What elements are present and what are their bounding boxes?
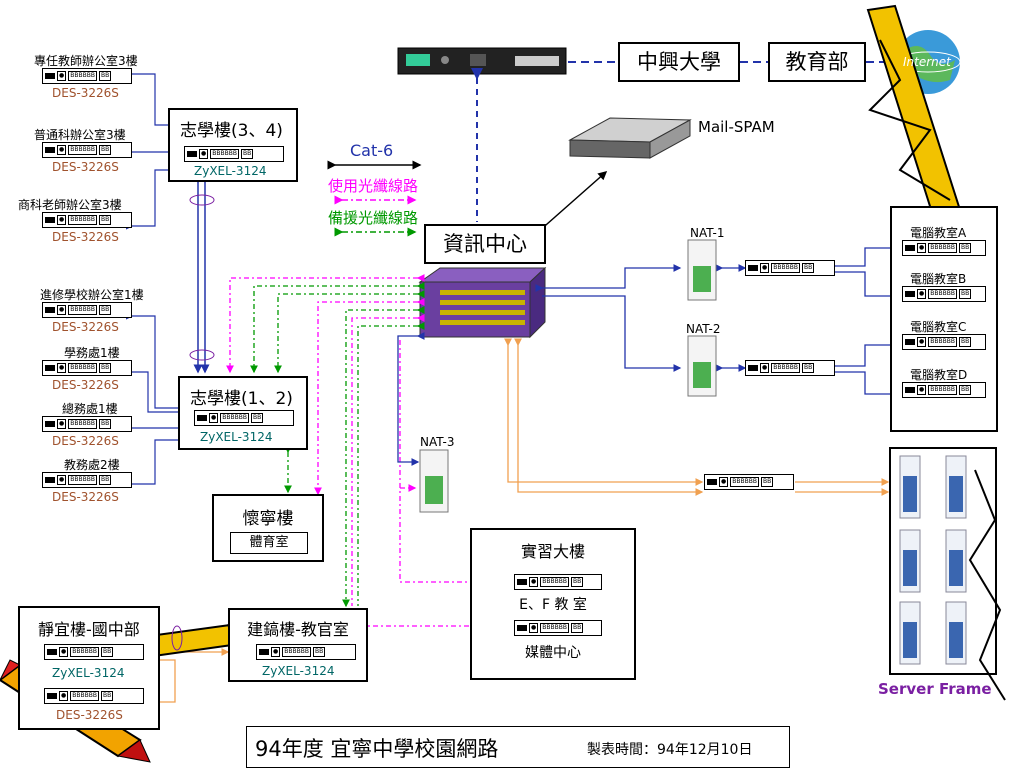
nat1-pc <box>687 239 717 301</box>
moe-box[interactable]: 教育部 <box>768 42 866 82</box>
nat2-pc <box>687 335 717 397</box>
link-nat3 <box>397 332 425 466</box>
left-room-label: 教務處2樓 <box>64 458 120 472</box>
jianhao-title: 建鎬樓-教官室 <box>247 620 349 639</box>
left-des-model: DES-3226S <box>52 230 119 244</box>
server-panels <box>903 476 963 658</box>
jianhao-model: ZyXEL-3124 <box>262 664 335 678</box>
left-room-label: 進修學校辦公室1樓 <box>40 288 144 302</box>
links-upper-left <box>126 70 168 230</box>
left-room-label: 普通科辦公室3樓 <box>34 128 126 142</box>
links-lower-left <box>126 312 178 488</box>
left-room-label: 商科老師辦公室3樓 <box>18 198 122 212</box>
legend-backup: 備援光纖線路 <box>328 209 419 227</box>
univ-box[interactable]: 中興大學 <box>618 42 740 82</box>
left-room-label: 總務處1樓 <box>62 402 118 416</box>
jingyi-model-2: DES-3226S <box>56 708 123 722</box>
zhi34-title: 志學樓(3、4) <box>180 121 283 141</box>
left-des-model: DES-3226S <box>52 160 119 174</box>
huaining-title: 懷寧樓 <box>242 509 294 529</box>
huaining-sub: 體育室 <box>230 532 308 554</box>
info-center-label: 資訊中心 <box>443 232 527 256</box>
left-des-model: DES-3226S <box>52 86 119 100</box>
trunk-ellipse-bottom <box>189 349 215 361</box>
trunk-ellipse-top <box>189 194 215 206</box>
nat3-label: NAT-3 <box>420 435 455 449</box>
info-center-box[interactable]: 資訊中心 <box>424 224 546 264</box>
legend-cat6: Cat-6 <box>350 141 394 160</box>
server-frame-label: Server Frame <box>878 680 992 698</box>
fiber-links <box>226 274 510 630</box>
mailspam-server <box>568 117 692 159</box>
shixi-room1: E、F 教 室 <box>519 597 587 613</box>
shixi-room2: 媒體中心 <box>525 645 581 661</box>
link-mailspam <box>537 171 608 233</box>
legend-fiber: 使用光纖線路 <box>328 177 419 195</box>
left-des-model: DES-3226S <box>52 434 119 448</box>
zhi12-title: 志學樓(1、2) <box>190 389 293 409</box>
left-des-model: DES-3226S <box>52 490 119 504</box>
left-des-model: DES-3226S <box>52 320 119 334</box>
univ-label: 中興大學 <box>637 50 721 74</box>
internet-label: Internet <box>903 55 951 69</box>
jingyi-model: ZyXEL-3124 <box>52 666 125 680</box>
jingyi-title: 靜宜樓-國中部 <box>38 620 140 639</box>
lab-label: 電腦教室A <box>910 226 967 240</box>
footer-made: 製表時間：94年12月10日 <box>587 742 753 758</box>
lab-label: 電腦教室D <box>910 368 968 382</box>
lab-label: 電腦教室C <box>910 320 967 334</box>
nat2-label: NAT-2 <box>686 322 721 336</box>
lab-label: 電腦教室B <box>910 272 967 286</box>
moe-label: 教育部 <box>785 50 849 74</box>
left-room-label: 專任教師辦公室3樓 <box>34 54 138 68</box>
zhi34-model: ZyXEL-3124 <box>194 164 267 178</box>
links-nat <box>535 244 902 398</box>
firewall-device <box>397 47 567 75</box>
zhi12-model: ZyXEL-3124 <box>200 430 273 444</box>
left-des-model: DES-3226S <box>52 378 119 392</box>
huaining-box[interactable]: 懷寧樓 體育室 <box>212 494 324 562</box>
core-switch <box>418 266 547 339</box>
left-room-label: 學務處1樓 <box>64 346 120 360</box>
shixi-title: 實習大樓 <box>520 542 585 561</box>
footer-box: 94年度 宜寧中學校園網路 製表時間：94年12月10日 <box>246 726 790 768</box>
nat1-label: NAT-1 <box>690 226 725 240</box>
footer-title: 94年度 宜寧中學校園網路 <box>255 737 499 761</box>
mailspam-label: Mail-SPAM <box>698 118 775 136</box>
links-server <box>132 338 890 703</box>
pencil-decoration-right-icon <box>968 469 1006 701</box>
nat3-pc <box>419 449 449 513</box>
